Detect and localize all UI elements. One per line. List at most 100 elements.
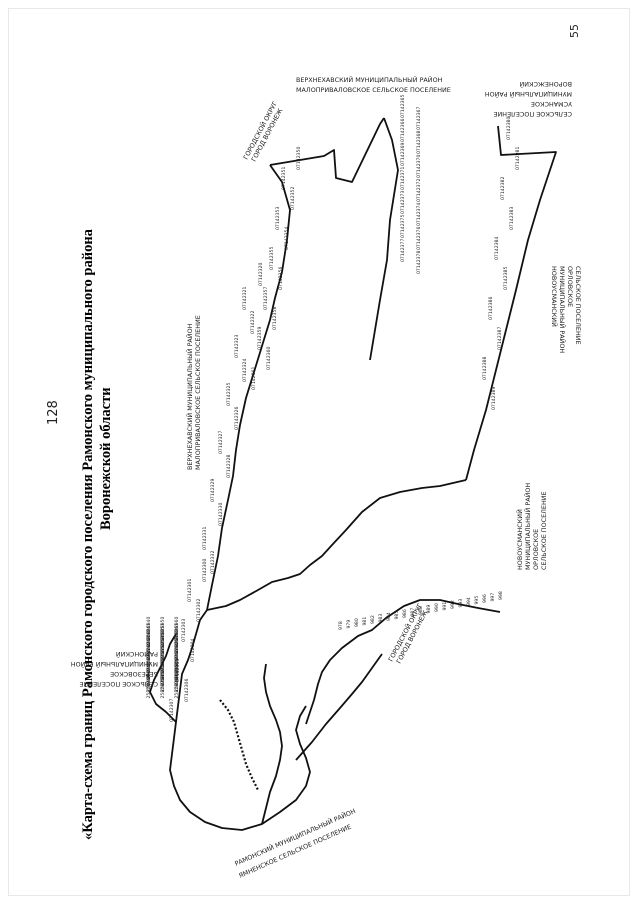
point-label: 983 xyxy=(378,614,384,623)
point-label: 07142359 xyxy=(257,327,263,350)
point-label: 985 xyxy=(394,611,400,620)
point-label: 07142376 xyxy=(416,227,422,250)
point-label: 07142384 xyxy=(494,237,500,260)
region-novousmansky-right-1: НОВОУСМАНСКИЙ xyxy=(550,266,559,327)
point-label: 07142388 xyxy=(482,357,488,380)
point-label: 25828940 xyxy=(146,617,152,640)
point-label: 07142305 xyxy=(175,659,181,682)
point-label: 07142324 xyxy=(242,359,248,382)
point-label: 25828968 xyxy=(174,669,180,692)
point-label: 07142355 xyxy=(269,247,275,270)
point-label: 07142351 xyxy=(281,167,287,190)
point-label: 978 xyxy=(338,621,344,630)
point-label: 07142385 xyxy=(503,267,509,290)
point-label: 07142331 xyxy=(202,527,208,550)
region-novousmansky-right-4: СЕЛЬСКОЕ ПОСЕЛЕНИЕ xyxy=(574,266,582,345)
point-label: 07142357 xyxy=(263,287,269,310)
point-label: 07142387 xyxy=(497,327,503,350)
point-label: 07142369 xyxy=(400,143,406,166)
point-label: 07142371 xyxy=(400,167,406,190)
region-voronezh-mr-4: СЕЛЬСКОЕ ПОСЕЛЕНИЕ xyxy=(493,110,572,118)
point-label: 25828945 xyxy=(146,649,152,672)
point-label: 07142325 xyxy=(226,383,232,406)
point-label: 25828946 xyxy=(146,656,152,679)
point-label: 07142374 xyxy=(416,203,422,226)
point-label: 25828966 xyxy=(174,656,180,679)
point-label: 25828959 xyxy=(160,675,166,698)
point-label: 07142328 xyxy=(226,455,232,478)
point-label: 992 xyxy=(450,600,456,609)
region-voronezh-mr-2: МУНИЦИПАЛЬНЫЙ РАЙОН xyxy=(485,90,572,99)
point-labels: 0714236507142367071423660714236807142369… xyxy=(146,95,521,722)
point-label: 980 xyxy=(354,618,360,627)
page-number: 128 xyxy=(46,400,61,425)
point-label: 07142307 xyxy=(169,699,175,722)
title-line-1: «Карта-схема границ Рамонского городског… xyxy=(80,228,96,840)
point-label: 25828956 xyxy=(160,656,166,679)
point-label: 25828951 xyxy=(160,623,166,646)
point-label: 07142361 xyxy=(251,367,257,390)
point-label: 07142353 xyxy=(275,207,281,230)
point-label: 07142356 xyxy=(278,267,284,290)
corner-mark: 55 xyxy=(568,24,581,38)
point-label: 07142327 xyxy=(218,431,224,454)
point-label: 07142300 xyxy=(202,559,208,582)
point-label: 982 xyxy=(370,615,376,624)
point-label: 984 xyxy=(386,612,392,621)
point-label: 07142368 xyxy=(416,131,422,154)
region-ramonsky-bereza-1: РАМОНСКИЙ xyxy=(116,650,158,659)
point-label: 25828960 xyxy=(174,617,180,640)
point-label: 25828947 xyxy=(146,662,152,685)
point-label: 986 xyxy=(402,609,408,618)
point-label: 25828955 xyxy=(160,649,166,672)
point-label: 995 xyxy=(474,596,480,605)
point-label: 997 xyxy=(490,593,496,602)
point-label: 25828944 xyxy=(146,643,152,666)
region-verkhnekhavsky-mid-2: МАЛОПРИВАЛОВСКОЕ СЕЛЬСКОЕ ПОСЕЛЕНИЕ xyxy=(194,315,202,470)
point-label: 25828941 xyxy=(146,623,152,646)
point-label: 25828942 xyxy=(146,630,152,653)
point-label: 979 xyxy=(346,620,352,629)
boundary-line xyxy=(149,117,557,831)
scan-border xyxy=(8,8,630,896)
point-label: 07142322 xyxy=(250,311,256,334)
point-label: 07142354 xyxy=(284,227,290,250)
point-label: 07142360 xyxy=(266,347,272,370)
region-ramonsky-iam-1: РАМОНСКИЙ МУНИЦИПАЛЬНЫЙ РАЙОН xyxy=(233,806,357,868)
point-label: 07142326 xyxy=(234,407,240,430)
region-ramonsky-bereza-3: БЕРЕЗОВСКОЕ xyxy=(110,670,158,678)
point-label: 25828964 xyxy=(174,643,180,666)
point-label: 07142383 xyxy=(509,207,515,230)
point-label: 07142373 xyxy=(400,191,406,214)
point-label: 07142358 xyxy=(272,307,278,330)
region-novousmansky-4: СЕЛЬСКОЕ ПОСЕЛЕНИЕ xyxy=(540,491,548,570)
point-label: 989 xyxy=(426,605,432,614)
point-label: 25828963 xyxy=(174,636,180,659)
region-novousmansky-2: МУНИЦИПАЛЬНЫЙ РАЙОН xyxy=(523,483,532,570)
point-label: 07142386 xyxy=(488,297,494,320)
point-label: 07142352 xyxy=(290,187,296,210)
point-label: 25828962 xyxy=(174,630,180,653)
point-label: 25828949 xyxy=(146,675,152,698)
point-label: 07142367 xyxy=(416,107,422,130)
point-label: 25828943 xyxy=(146,636,152,659)
point-label: 07142321 xyxy=(242,287,248,310)
point-label: 07142304 xyxy=(190,639,196,662)
point-label: 07142372 xyxy=(416,179,422,202)
point-label: 25828953 xyxy=(160,636,166,659)
point-label: 07142301 xyxy=(187,579,193,602)
point-label: 988 xyxy=(418,606,424,615)
region-voronezh-mr-1: ВОРОНЕЖСКИЙ xyxy=(519,80,572,89)
point-label: 07142375 xyxy=(400,215,406,238)
point-label: 25828950 xyxy=(160,617,166,640)
point-label: 07142306 xyxy=(184,679,190,702)
point-label: 07142329 xyxy=(210,479,216,502)
point-label: 07142303 xyxy=(181,619,187,642)
region-verkhnekhavsky-mid-1: ВЕРХНЕХАВСКИЙ МУНИЦИПАЛЬНЫЙ РАЙОН xyxy=(185,323,194,470)
point-label: 25828958 xyxy=(160,669,166,692)
point-label: 996 xyxy=(482,594,488,603)
point-label: 07142389 xyxy=(491,387,497,410)
region-voronezh-mr-3: УСМАНСКОЕ xyxy=(531,100,572,108)
